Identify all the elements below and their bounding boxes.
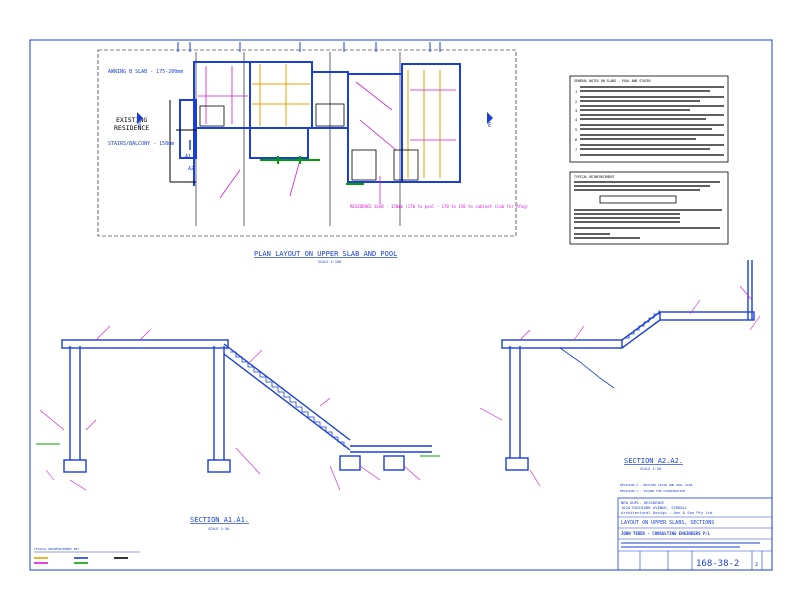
- note-awning: AWNING B SLAB - 175-200mm: [108, 69, 183, 75]
- sheet-border: [29, 39, 773, 571]
- drawing-number: 168-38-2: [696, 559, 739, 569]
- project-line2: 102A RUCHIGNE AVENUE, SYRDOLL: [621, 505, 688, 510]
- plan-scale: SCALE 1:100: [318, 260, 341, 264]
- notes-heading: GENERAL NOTES ON SLABS - POOL AND STAIRS: [574, 79, 651, 83]
- section-marker-a2: A2: [188, 160, 195, 172]
- revision-note-2: REVISION 1 - ISSUED FOR COORDINATION: [620, 489, 685, 493]
- svg-text:E: E: [138, 122, 142, 129]
- svg-text:5: 5: [575, 128, 577, 132]
- reinforcement-heading: TYPICAL REINFORCEMENT: [574, 175, 614, 179]
- svg-text:2: 2: [575, 100, 577, 104]
- existing-label-line1: EXISTING: [116, 116, 147, 124]
- legend-heading: TYPICAL REINFORCEMENT KEY: [34, 547, 79, 551]
- reinforcement-legend: TYPICAL REINFORCEMENT KEY: [34, 547, 140, 564]
- section-a1: SECTION A1.A1. SCALE 1:50: [36, 325, 440, 531]
- plan-layout: AWNING B SLAB - 175-200mm STAIRS/BALCONY…: [97, 42, 528, 264]
- svg-text:3: 3: [575, 109, 577, 113]
- section-a1-scale: SCALE 1:50: [208, 527, 229, 531]
- svg-text:A2: A2: [188, 166, 194, 172]
- drawing-title: LAYOUT ON UPPER SLABS, SECTIONS: [621, 520, 714, 526]
- revision-number: 2: [755, 562, 758, 568]
- svg-text:6: 6: [575, 138, 577, 142]
- revision-note-1: REVISION 2 - REVISED STAIR AND POOL SLAB: [620, 483, 692, 487]
- svg-text:A1: A1: [185, 154, 191, 160]
- svg-text:E: E: [488, 122, 492, 129]
- svg-text:1: 1: [575, 90, 577, 94]
- plan-title: PLAN LAYOUT ON UPPER SLAB AND POOL: [254, 250, 397, 258]
- section-a2-scale: SCALE 1:50: [640, 467, 661, 471]
- note-stairs: STAIRS/BALCONY - 150mm: [108, 141, 174, 147]
- section-a2: SECTION A2.A2. SCALE 1:50: [479, 260, 761, 487]
- existing-label-line2: RESIDENCE: [114, 124, 149, 132]
- note-residence: RESIDENCE SLAB - 150mm (170 to pool - 17…: [350, 204, 528, 209]
- project-line1: NEW DUPL. RESIDENCE: [621, 500, 665, 505]
- company-name: JOHN TEDDS - CONSULTING ENGINEERS P/L: [621, 531, 711, 536]
- project-line3: Architectural Design : Ann & Son Pty Ltd: [621, 510, 712, 515]
- notes-box: GENERAL NOTES ON SLABS - POOL AND STAIRS…: [569, 75, 729, 163]
- svg-text:4: 4: [575, 118, 577, 122]
- section-a2-title: SECTION A2.A2.: [624, 457, 683, 465]
- reinforcement-box: TYPICAL REINFORCEMENT: [569, 171, 729, 245]
- section-marker-a1: A1: [185, 140, 191, 160]
- section-a1-title: SECTION A1.A1.: [190, 516, 249, 524]
- title-block: REVISION 2 - REVISED STAIR AND POOL SLAB…: [617, 483, 773, 571]
- section-marker-e-right: E: [487, 112, 493, 129]
- section-marker-e-left: E: [137, 112, 143, 129]
- svg-text:7: 7: [575, 148, 577, 152]
